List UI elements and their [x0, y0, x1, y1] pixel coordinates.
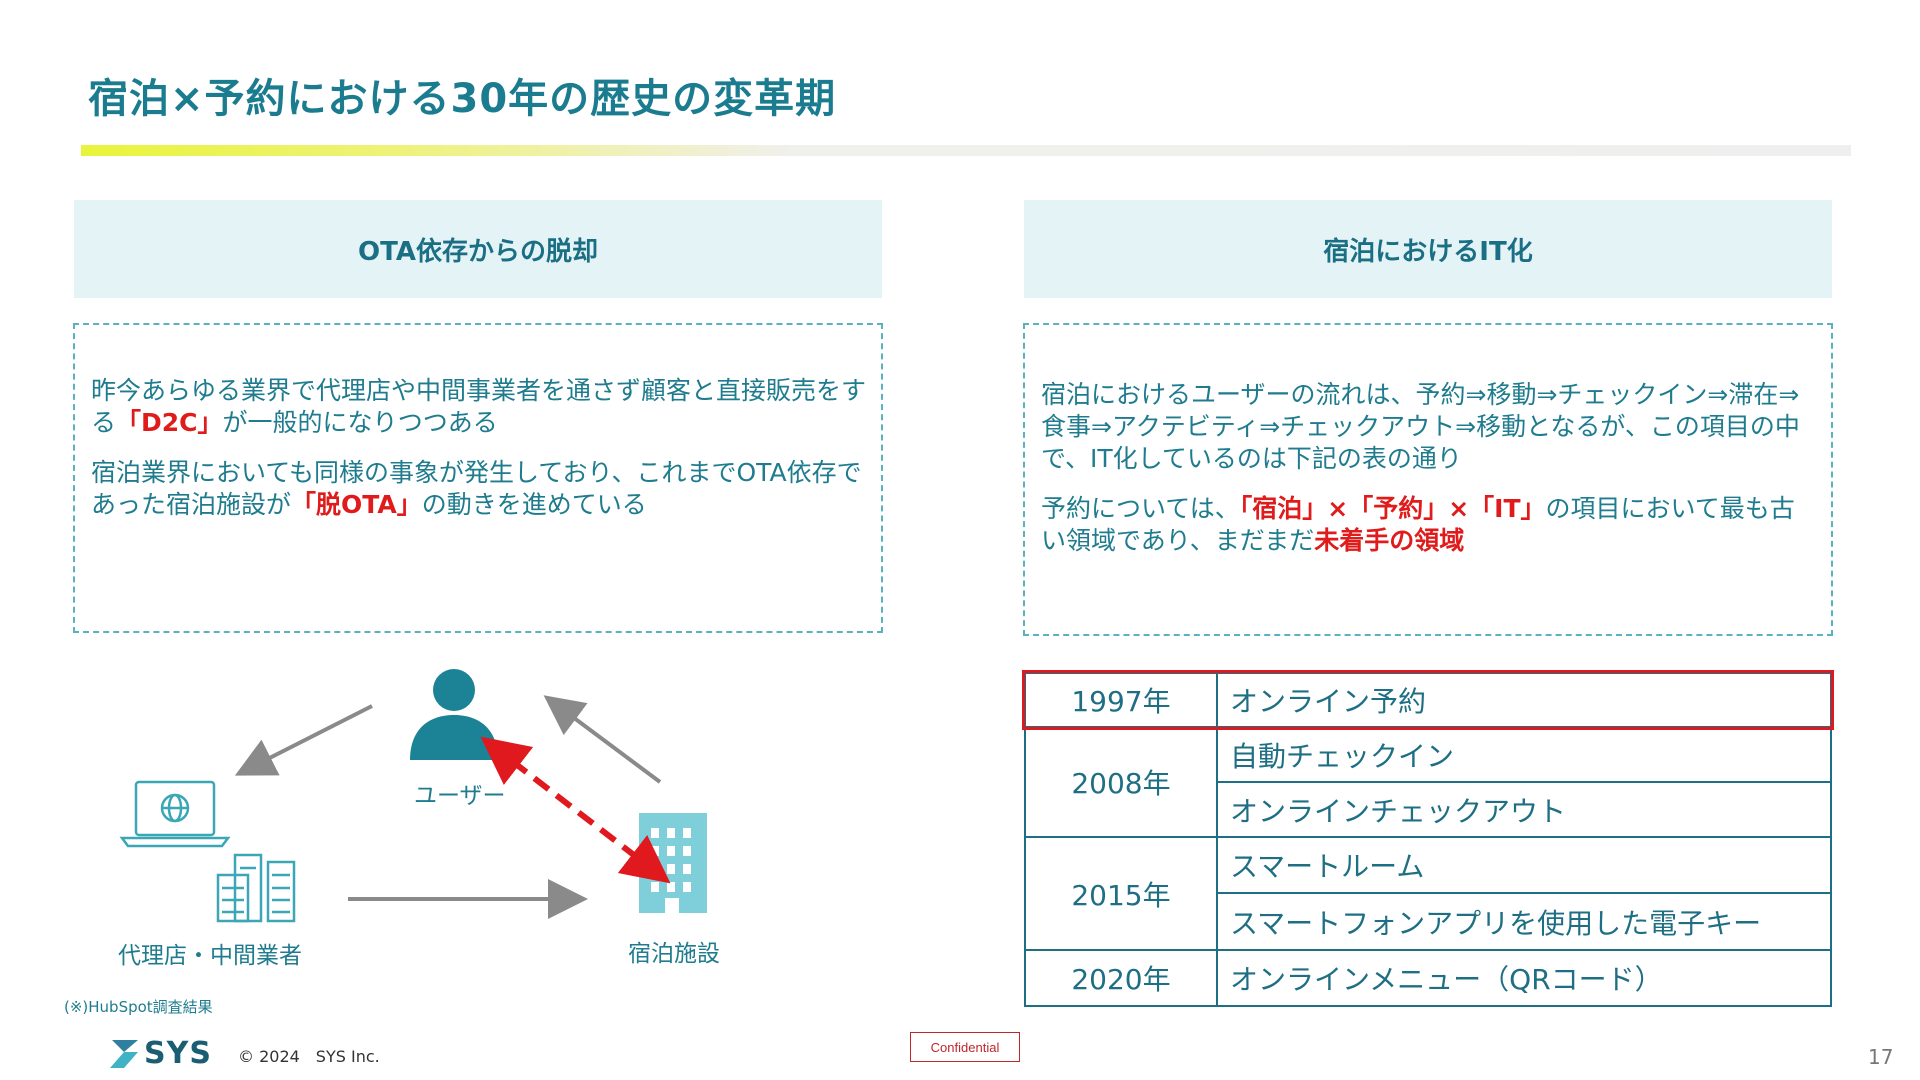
arrow-facility-to-user [543, 695, 662, 784]
d2c-highlight: 「D2C」 [116, 408, 223, 437]
year-cell: 2008年 [1024, 726, 1218, 838]
facility-label: 宿泊施設 [628, 941, 720, 967]
company-logo: SYS [110, 1036, 212, 1071]
table-item-cell: オンラインメニュー（QRコード） [1216, 949, 1832, 1007]
left-panel-body: 昨今あらゆる業界で代理店や中間事業者を通さず顧客と直接販売をする「D2C」が一般… [73, 323, 883, 633]
de-ota-highlight: 「脱OTA」 [291, 490, 422, 519]
direct-relationship-arrow [480, 736, 671, 884]
it-timeline-table: 1997年 オンライン予約 2008年 自動チェックイン オンラインチェックアウ… [1022, 670, 1834, 1009]
confidential-badge: Confidential [910, 1032, 1020, 1062]
left-p2-text-end: の動きを進めている [421, 490, 647, 519]
source-note: (※)HubSpot調査結果 [64, 998, 213, 1016]
logo-text: SYS [144, 1036, 212, 1071]
relationship-diagram [119, 669, 707, 923]
right-p2-text: 予約については、 [1041, 494, 1240, 523]
table-item-cell: スマートルーム [1216, 836, 1832, 894]
year-cell: 2015年 [1024, 836, 1218, 951]
right-p2-text-mid: の項目において最も古い領域であり、まだまだ [1041, 494, 1795, 555]
left-panel-heading: OTA依存からの脱却 [74, 200, 882, 298]
untouched-area-highlight: 未着手の領域 [1314, 526, 1465, 555]
left-p1-text-end: が一般的になりつつある [222, 408, 498, 437]
table-item-cell: スマートフォンアプリを使用した電子キー [1216, 892, 1832, 951]
left-p2-text: 宿泊業界においても同様の事象が発生しており、これまでOTA依存であった宿泊施設が [91, 458, 862, 519]
sys-logo-icon [110, 1039, 138, 1068]
title-underline [81, 145, 1851, 156]
page-number: 17 [1868, 1045, 1894, 1069]
left-paragraph-1: 昨今あらゆる業界で代理店や中間事業者を通さず顧客と直接販売をする「D2C」が一般… [91, 375, 867, 439]
table-item-cell: 自動チェックイン [1216, 726, 1832, 783]
page-title: 宿泊×予約における30年の歴史の変革期 [88, 76, 837, 122]
left-p1-text: 昨今あらゆる業界で代理店や中間事業者を通さず顧客と直接販売をする [91, 376, 867, 437]
right-paragraph-2: 予約については、「宿泊」×「予約」×「IT」の項目において最も古い領域であり、ま… [1041, 493, 1811, 557]
lodging-reservation-it-highlight: 「宿泊」×「予約」×「IT」 [1239, 494, 1546, 523]
hotel-building-icon [639, 813, 707, 913]
user-label: ユーザー [414, 783, 506, 809]
highlight-box-1997 [1022, 670, 1834, 730]
year-cell: 2020年 [1024, 949, 1218, 1007]
left-paragraph-2: 宿泊業界においても同様の事象が発生しており、これまでOTA依存であった宿泊施設が… [91, 457, 867, 521]
table-item-cell: オンラインチェックアウト [1216, 781, 1832, 838]
laptop-icon [119, 780, 231, 848]
right-panel-body: 宿泊におけるユーザーの流れは、予約⇒移動⇒チェックイン⇒滞在⇒食事⇒アクテビティ… [1023, 323, 1833, 636]
copyright: © 2024 SYS Inc. [238, 1047, 380, 1066]
arrow-user-to-agency [234, 704, 373, 776]
right-paragraph-1: 宿泊におけるユーザーの流れは、予約⇒移動⇒チェックイン⇒滞在⇒食事⇒アクテビティ… [1041, 380, 1800, 473]
agency-label: 代理店・中間業者 [118, 943, 302, 969]
office-buildings-icon [216, 853, 296, 923]
user-icon [410, 669, 498, 760]
right-panel-heading: 宿泊におけるIT化 [1024, 200, 1832, 298]
